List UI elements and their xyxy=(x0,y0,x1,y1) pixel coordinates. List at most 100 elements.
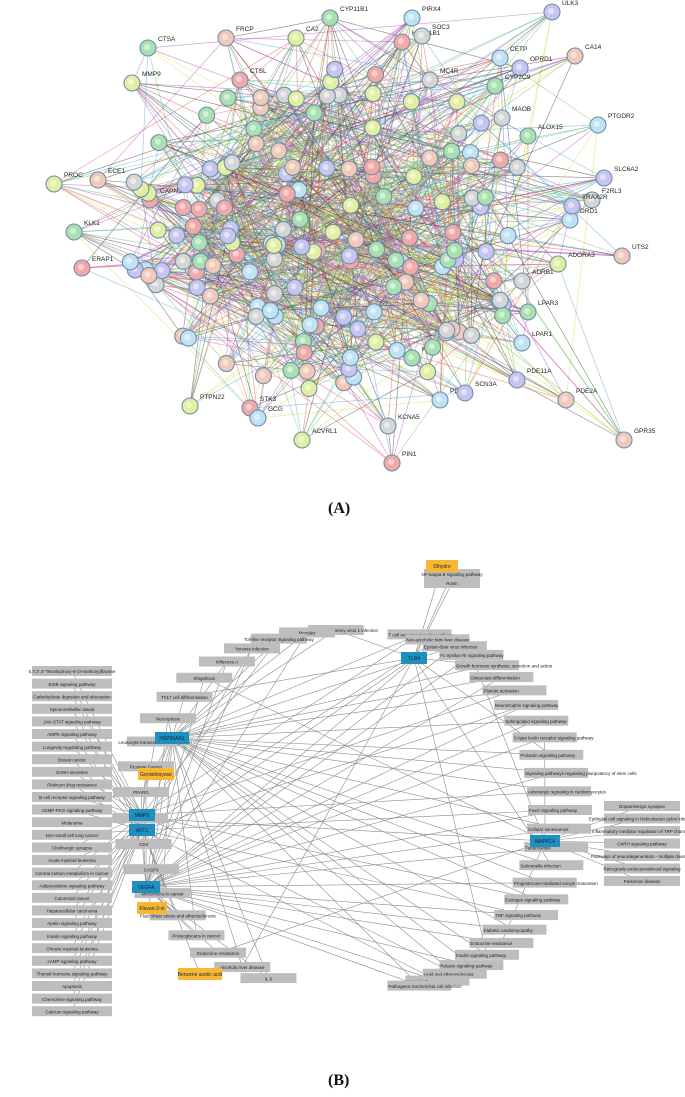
ppi-node[interactable] xyxy=(188,176,206,194)
ppi-node[interactable] xyxy=(421,149,439,167)
pathway-node[interactable]: Epithelial cell signaling in Helicobacte… xyxy=(589,813,685,824)
ppi-node[interactable] xyxy=(472,114,490,132)
ppi-node[interactable] xyxy=(298,362,316,380)
ppi-node[interactable] xyxy=(450,125,468,143)
ppi-node[interactable] xyxy=(405,167,423,186)
pathway-node[interactable]: GnRH signaling pathway xyxy=(604,838,680,849)
pathway-node[interactable]: JAK-STAT signaling pathway xyxy=(32,716,112,727)
ppi-node[interactable] xyxy=(407,199,425,217)
ppi-node[interactable] xyxy=(388,341,406,359)
ppi-node-maob[interactable]: MAOB xyxy=(493,106,531,127)
pathway-node[interactable]: Platelet activation xyxy=(482,685,547,696)
compound-dihydro[interactable]: Dihydro xyxy=(426,560,458,572)
ppi-node[interactable] xyxy=(387,251,405,269)
ppi-node[interactable] xyxy=(204,257,222,275)
pathway-node[interactable]: Sphingolipid signaling pathway xyxy=(504,715,569,726)
pathway-node[interactable]: Spinocerebellar ataxia xyxy=(32,703,112,714)
pathway-node[interactable]: Thyroid hormone signaling pathway xyxy=(32,968,112,979)
pathway-node[interactable]: Proteoglycans in cancer xyxy=(168,930,225,941)
ppi-node[interactable] xyxy=(265,236,283,255)
ppi-node-cyp2c9[interactable]: CYP2C9 xyxy=(486,74,531,95)
ppi-node[interactable] xyxy=(190,234,208,252)
ppi-node-ctsl[interactable]: CTSL xyxy=(231,68,267,89)
pathway-node[interactable]: Hepatocellular carcinoma xyxy=(32,905,112,916)
ppi-node[interactable] xyxy=(341,349,359,367)
ppi-node-kcna5[interactable]: KCNA5 xyxy=(379,414,420,435)
ppi-node[interactable] xyxy=(300,379,318,398)
ppi-node[interactable] xyxy=(174,199,192,217)
ppi-node[interactable] xyxy=(140,266,158,285)
ppi-node[interactable] xyxy=(216,199,234,217)
ppi-node[interactable] xyxy=(385,278,403,296)
ppi-node-klk1[interactable]: KLK1 xyxy=(65,220,100,241)
pathway-node[interactable]: Necroptosis xyxy=(139,713,196,724)
ppi-node[interactable] xyxy=(254,367,272,385)
ppi-node[interactable] xyxy=(247,135,265,153)
ppi-node-ca14[interactable]: CA14 xyxy=(566,44,602,65)
pathway-node[interactable]: Apoptosis xyxy=(32,981,112,991)
ppi-node[interactable] xyxy=(278,185,296,203)
pathway-node[interactable]: Endocrine resistance xyxy=(469,937,534,948)
ppi-node-acvrl1[interactable]: ACVRL1 xyxy=(293,428,338,449)
ppi-node[interactable] xyxy=(494,306,512,325)
ppi-node[interactable] xyxy=(174,252,192,270)
pathway-node[interactable]: Progesterone-mediated oocyte maturation xyxy=(512,877,599,888)
ppi-node-pde11a[interactable]: PDE11A xyxy=(508,368,552,389)
pathway-node[interactable]: Yersinia infection xyxy=(223,643,280,654)
pathway-node[interactable]: Osteoclast differentiation xyxy=(469,672,534,683)
compound-genistein[interactable]: Genistinoyose xyxy=(138,768,174,780)
pathway-node[interactable]: Alcoholic liver disease xyxy=(214,962,271,973)
ppi-node[interactable] xyxy=(438,321,456,339)
ppi-node[interactable] xyxy=(150,134,168,152)
ppi-node[interactable] xyxy=(286,278,304,296)
ppi-node-ptpn22[interactable]: PTPN22 xyxy=(181,394,225,415)
ppi-node-trax2r[interactable]: TRAX2R xyxy=(563,194,608,215)
ppi-node-uts2[interactable]: UTS2 xyxy=(613,244,649,265)
ppi-node[interactable] xyxy=(168,226,186,244)
pathway-node[interactable]: Insulin signaling pathway xyxy=(32,930,112,941)
pathway-node[interactable]: Chronic myeloid leukemia xyxy=(32,943,112,954)
ppi-node-f2rl3[interactable]: F2RL3 xyxy=(583,188,622,209)
ppi-node-cetp[interactable]: CETP xyxy=(491,46,527,67)
ppi-node[interactable] xyxy=(443,142,461,160)
pathway-node[interactable]: Human immunodeficiency virus 1 infection xyxy=(294,625,379,636)
pathway-node[interactable]: Relaxin signaling pathway xyxy=(439,960,504,971)
ppi-node[interactable] xyxy=(326,60,344,78)
ppi-node[interactable] xyxy=(433,193,451,211)
pathway-node[interactable]: Platinum drug resistance xyxy=(32,779,112,790)
ppi-node[interactable] xyxy=(287,90,305,108)
ppi-node[interactable] xyxy=(179,329,197,347)
pathway-node[interactable]: Fluid shear stress and atherosclerosis xyxy=(140,910,217,921)
ppi-node-gpr35[interactable]: GPR35 xyxy=(615,428,656,449)
ppi-node[interactable] xyxy=(347,231,365,249)
pathway-node[interactable]: Chemokine signaling pathway xyxy=(32,993,112,1004)
pathway-node[interactable]: IL-6 xyxy=(240,973,297,984)
ppi-node-cyp11b1[interactable]: CYP11B1 xyxy=(321,6,368,27)
pathway-node[interactable]: AMPK signaling pathway xyxy=(32,729,112,739)
ppi-node-scn3a[interactable]: SCN3A xyxy=(456,381,497,402)
ppi-node[interactable] xyxy=(446,242,464,260)
ppi-node[interactable] xyxy=(295,343,313,362)
ppi-node[interactable] xyxy=(491,291,509,309)
ppi-node[interactable] xyxy=(176,176,194,194)
ppi-node[interactable] xyxy=(402,93,420,111)
ppi-node[interactable] xyxy=(340,247,358,265)
ppi-node-slc6a2[interactable]: SLC6A2 xyxy=(595,166,639,187)
ppi-node[interactable] xyxy=(252,89,270,107)
pathway-node[interactable]: Epstein-Barr virus infection xyxy=(422,641,487,652)
target-tlr4[interactable]: TLR4 xyxy=(401,652,427,664)
ppi-node[interactable] xyxy=(265,250,283,268)
ppi-node-drd1[interactable]: DRD1 xyxy=(561,208,598,229)
ppi-node[interactable] xyxy=(153,262,171,280)
pathway-node[interactable]: NF-kappa B signaling pathway xyxy=(421,569,483,579)
pathway-node[interactable]: Rosin xyxy=(424,578,480,588)
ppi-node[interactable] xyxy=(223,154,241,172)
ppi-node-ctsa[interactable]: CTSA xyxy=(139,36,176,57)
ppi-node[interactable] xyxy=(367,333,385,351)
pathway-node[interactable]: Colorectal cancer xyxy=(32,892,112,903)
pathway-node[interactable]: Melanoma xyxy=(32,817,112,828)
ppi-node[interactable] xyxy=(485,272,503,290)
ppi-node[interactable] xyxy=(419,363,437,381)
ppi-node-oprd1[interactable]: OPRD1 xyxy=(511,56,553,77)
ppi-node[interactable] xyxy=(282,361,300,379)
